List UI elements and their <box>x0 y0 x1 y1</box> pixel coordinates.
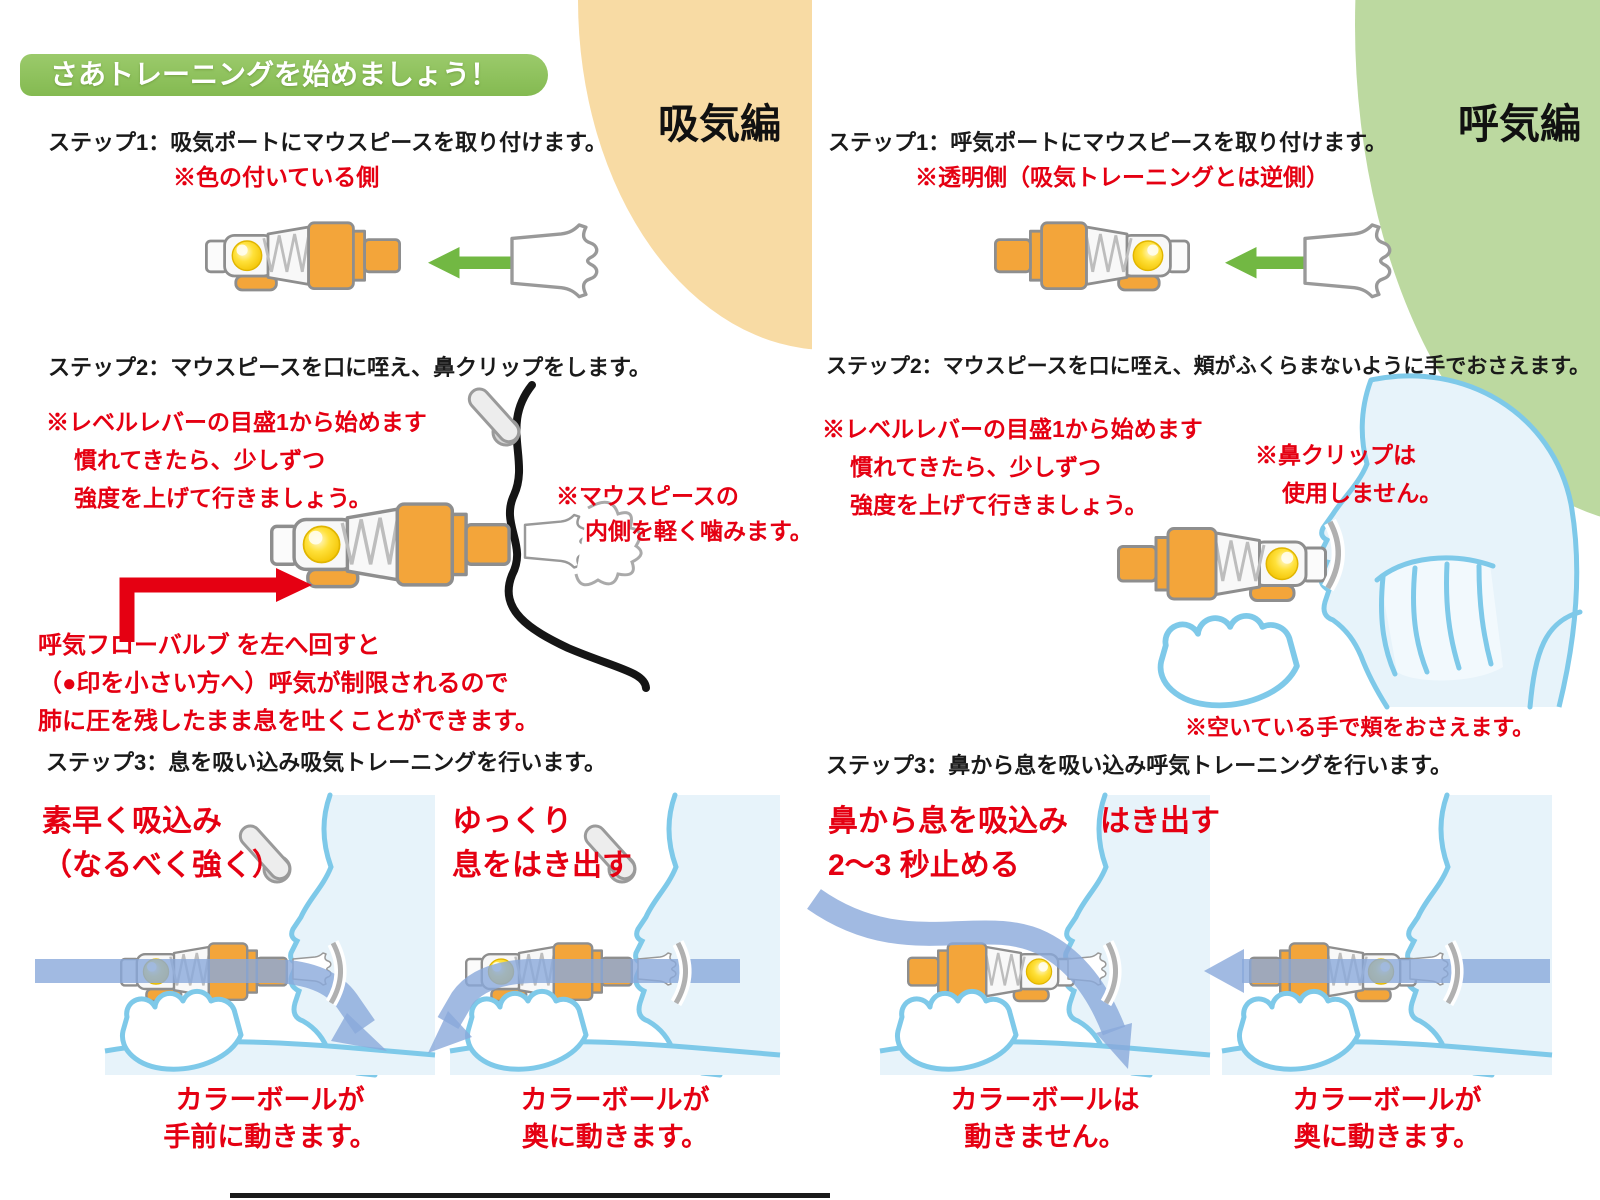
mouthpiece-icon <box>1303 223 1392 299</box>
inhale-step2-heading: ステップ2：マウスピースを口に咥え、鼻クリップをします。 <box>48 355 651 380</box>
tile-label: 鼻から息を吸込み 2〜3 秒止める <box>828 805 1068 882</box>
noseclip-note-line2: 使用しません。 <box>1282 480 1443 506</box>
inhale-step2-illustration <box>119 381 650 692</box>
exhale-level-note-line2: 慣れてきたら、少しずつ <box>850 454 1102 480</box>
head-back-line <box>1370 373 1580 708</box>
free-hand-note: ※空いている手で頬をおさえます。 <box>1185 715 1535 740</box>
exhale-step3-heading: ステップ3：鼻から息を吸い込み呼気トレーニングを行います。 <box>826 753 1453 778</box>
exhale-step2-heading: ステップ2：マウスピースを口に咥え、頬がふくらまないように手でおさえます。 <box>826 355 1591 378</box>
valve-note-line2: （●印を小さい方へ）呼気が制限されるので <box>38 670 509 697</box>
section-title-exhale: 呼気編 <box>1458 101 1581 147</box>
tile-label: はき出す <box>1100 805 1220 838</box>
tile-illustration <box>807 795 1210 1075</box>
exhale-tile-exhale <box>1204 795 1552 1075</box>
tile-caption: カラーボールは 動きません。 <box>950 1085 1140 1152</box>
tile-illustration <box>35 795 435 1075</box>
valve-note-line3: 肺に圧を残したまま息を吐くことができます。 <box>38 708 539 735</box>
red-pointer-arrowhead <box>276 568 312 602</box>
inhale-step1-note: ※色の付いている側 <box>173 164 380 190</box>
banner: さあトレーニングを始めましょう！ <box>20 54 548 96</box>
section-title-inhale: 吸気編 <box>658 101 781 147</box>
mouthpiece-icon <box>510 223 599 299</box>
inhale-step1-device-illustration <box>204 221 599 299</box>
inhale-step1-heading: ステップ1：吸気ポートにマウスピースを取り付けます。 <box>48 130 607 155</box>
tile-label: ゆっくり 息をはき出す <box>452 805 632 882</box>
exhale-step1-heading: ステップ1：呼気ポートにマウスピースを取り付けます。 <box>828 130 1387 155</box>
exhale-step1-device-illustration <box>994 221 1392 299</box>
cheek-hand-fill <box>1380 555 1503 681</box>
inhale-level-note-line3: 強度を上げて行きましょう。 <box>74 485 372 511</box>
green-arrow-icon <box>428 247 512 279</box>
nose-clip-cord <box>504 381 650 692</box>
mouthpiece-note-line2: 内側を軽く噛みます。 <box>585 518 813 544</box>
tile-label: 素早く吸込み （なるべく強く） <box>42 805 282 882</box>
bitten-mouthpiece-sketch <box>574 500 643 587</box>
tile-caption: カラーボールが 奥に動きます。 <box>1292 1085 1482 1152</box>
valve-note-line1: 呼気フローバルブ を左へ回すと <box>38 632 381 659</box>
tile-illustration <box>428 795 780 1075</box>
exhale-step1-note: ※透明側（吸気トレーニングとは逆側） <box>915 164 1329 190</box>
exhale-level-note-line3: 強度を上げて行きましょう。 <box>850 492 1148 518</box>
exhale-step2-illustration <box>1117 373 1583 710</box>
noseclip-note-line1: ※鼻クリップは <box>1255 442 1416 468</box>
green-arrow-icon <box>1225 247 1309 279</box>
airflow-arrow <box>437 959 740 1030</box>
holding-hand-icon <box>1161 616 1297 705</box>
airflow-arrow <box>807 889 1126 1036</box>
inhale-tile-slow-exhale <box>428 795 780 1075</box>
inhale-level-note-line2: 慣れてきたら、少しずつ <box>74 447 326 473</box>
exhale-level-note-line1: ※レベルレバーの目盛1から始めます <box>822 416 1203 442</box>
red-pointer-arrow <box>119 577 276 642</box>
inhale-column <box>578 0 812 350</box>
inhale-level-note-line1: ※レベルレバーの目盛1から始めます <box>46 409 427 435</box>
tile-illustration <box>1204 795 1552 1075</box>
page-edge-line <box>230 1193 830 1198</box>
tile-caption: カラーボールが 奥に動きます。 <box>520 1085 710 1152</box>
mouthpiece-icon <box>523 513 589 569</box>
airflow-arrow <box>35 959 375 1034</box>
cheek-hand-icon <box>1374 555 1583 710</box>
inhale-step3-heading: ステップ3：息を吸い込み吸気トレーニングを行います。 <box>46 750 607 775</box>
tile-caption: カラーボールが 手前に動きます。 <box>163 1085 377 1152</box>
exhale-tile-nose-inhale <box>807 795 1210 1075</box>
inhale-tile-fast-inhale <box>35 795 435 1075</box>
mouthpiece-note-line1: ※マウスピースの <box>556 483 739 509</box>
